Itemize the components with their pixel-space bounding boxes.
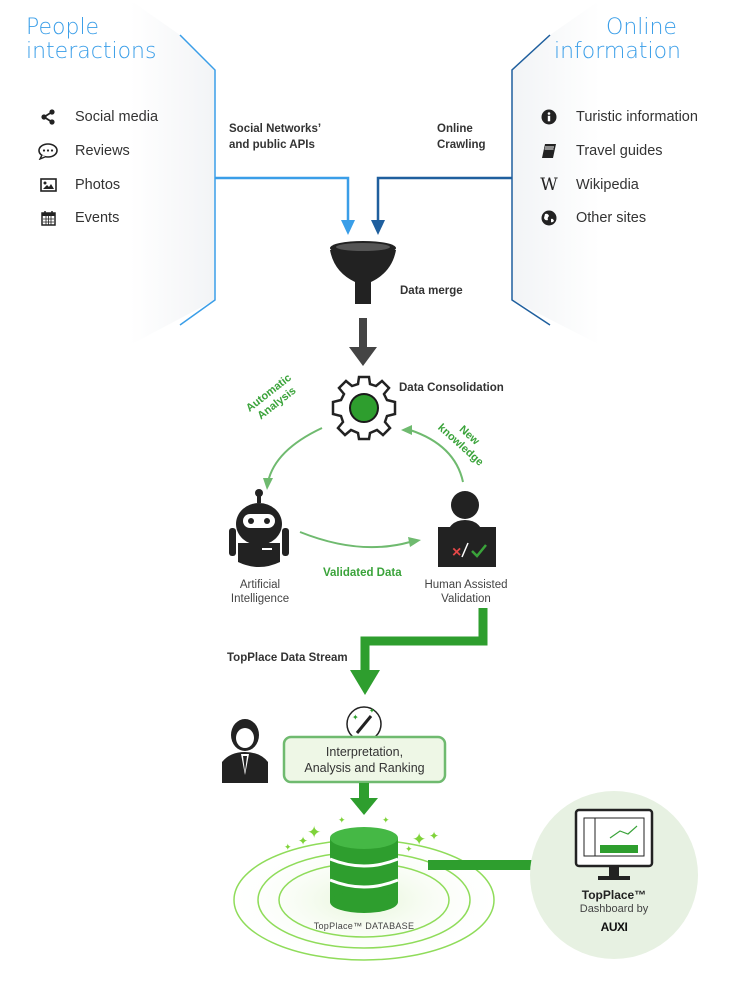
wikipedia-icon: W xyxy=(540,175,558,195)
label-line-1: Interpretation, xyxy=(325,745,404,759)
label-line-1: Human Assisted xyxy=(424,579,508,591)
svg-text:×: × xyxy=(452,544,461,561)
ai-label: Artificial Intelligence xyxy=(220,578,300,606)
label-line-2: Validation xyxy=(441,593,491,605)
book-icon xyxy=(538,142,560,160)
interpretation-arrowhead xyxy=(350,798,378,815)
dashboard-arrow-shaft xyxy=(428,860,548,870)
right-panel-bg xyxy=(512,0,600,345)
right-panel-border xyxy=(511,34,551,326)
data-stream-label: TopPlace Data Stream xyxy=(227,652,348,664)
people-interactions-title: People interactions xyxy=(26,16,156,64)
list-item-events: Events xyxy=(37,209,119,227)
database-icon xyxy=(329,827,399,913)
svg-text:✦: ✦ xyxy=(382,815,390,825)
automatic-analysis-arrow xyxy=(267,427,323,483)
title-line-1: Online xyxy=(606,15,677,40)
dashboard-title: TopPlace™ xyxy=(581,888,647,902)
validated-data-label: Validated Data xyxy=(323,567,402,579)
analyst-person-icon xyxy=(222,719,268,783)
data-merge-label: Data merge xyxy=(400,285,463,297)
svg-text:✦: ✦ xyxy=(352,713,359,722)
left-panel-bg xyxy=(130,0,215,345)
svg-text:✦: ✦ xyxy=(298,834,308,848)
globe-icon xyxy=(538,209,560,227)
robot-icon xyxy=(229,489,289,567)
title-line-2: interactions xyxy=(26,39,157,64)
svg-text:✦: ✦ xyxy=(369,707,375,715)
gear-icon xyxy=(331,375,397,441)
human-validation-label: Human Assisted Validation xyxy=(420,578,512,606)
online-crawling-label: Online Crawling xyxy=(437,121,486,153)
funnel-icon xyxy=(330,241,396,304)
label-line-1: Artificial xyxy=(239,579,281,591)
svg-text:✦: ✦ xyxy=(307,823,321,842)
svg-text:✦: ✦ xyxy=(405,844,413,854)
share-icon xyxy=(37,108,59,126)
list-item-travel-guides: Travel guides xyxy=(538,142,663,160)
dashboard-subtitle: Dashboard by xyxy=(579,903,649,915)
label-line-2: Crawling xyxy=(437,139,486,151)
list-item-other-sites: Other sites xyxy=(538,209,646,227)
list-item-label: Wikipedia xyxy=(576,177,639,193)
social-flow-arrowhead xyxy=(341,220,355,235)
data-stream-path xyxy=(360,608,488,672)
dashboard-label: TopPlace™ Dashboard by AUXI xyxy=(562,888,666,934)
merge-arrow-head xyxy=(349,347,377,366)
calendar-icon xyxy=(37,209,59,227)
sparkles-icon: ✦ ✦ ✦ ✦ ✦ ✦ ✦ ✦ xyxy=(284,815,439,854)
human-validator-icon: × xyxy=(438,491,496,567)
social-networks-label: Social Networks’ and public APIs xyxy=(229,121,321,153)
list-item-photos: Photos xyxy=(37,176,120,194)
list-item-label: Travel guides xyxy=(576,143,663,159)
title-line-2: information xyxy=(554,39,681,64)
list-item-label: Events xyxy=(75,210,120,226)
list-item-reviews: Reviews xyxy=(37,142,130,160)
list-item-label: Social media xyxy=(75,109,159,125)
list-item-label: Photos xyxy=(75,177,121,193)
list-item-label: Turistic information xyxy=(576,109,698,125)
svg-text:✦: ✦ xyxy=(284,842,292,852)
online-flow-arrowhead xyxy=(371,220,385,235)
interpretation-text: Interpretation, Analysis and Ranking xyxy=(284,744,445,776)
label-line-1: Online xyxy=(437,123,473,135)
list-item-turistic-information: Turistic information xyxy=(538,108,698,126)
label-line-2: and public APIs xyxy=(229,139,315,151)
database-label: TopPlace™ DATABASE xyxy=(313,921,415,931)
label-line-1: Social Networks’ xyxy=(229,123,322,135)
data-consolidation-label: Data Consolidation xyxy=(399,382,504,394)
info-icon xyxy=(538,108,560,126)
chat-bubble-icon xyxy=(37,142,59,160)
new-knowledge-arrow xyxy=(409,429,464,483)
online-flow-line xyxy=(376,176,512,222)
list-item-social-media: Social media xyxy=(37,108,158,126)
svg-text:✦: ✦ xyxy=(412,830,426,849)
monitor-icon xyxy=(574,808,654,880)
merge-arrow-shaft xyxy=(359,318,367,350)
left-panel-border xyxy=(179,34,216,326)
list-item-label: Other sites xyxy=(576,210,647,226)
title-line-1: People xyxy=(26,15,100,40)
interpretation-box xyxy=(282,735,447,784)
svg-text:✦: ✦ xyxy=(429,829,439,843)
magic-wand-icon: ✦ ✦ xyxy=(346,706,382,742)
validated-data-arrow xyxy=(299,531,411,549)
auxi-logo: AUXI xyxy=(600,920,628,934)
label-line-2: Intelligence xyxy=(230,593,290,605)
svg-text:✦: ✦ xyxy=(338,815,346,825)
data-stream-arrowhead xyxy=(350,670,380,695)
online-information-title: Online information xyxy=(554,16,704,64)
list-item-wikipedia: W Wikipedia xyxy=(538,175,639,195)
list-item-label: Reviews xyxy=(75,143,130,159)
image-icon xyxy=(37,176,59,194)
social-flow-line xyxy=(215,176,350,222)
label-line-2: Analysis and Ranking xyxy=(304,761,425,775)
